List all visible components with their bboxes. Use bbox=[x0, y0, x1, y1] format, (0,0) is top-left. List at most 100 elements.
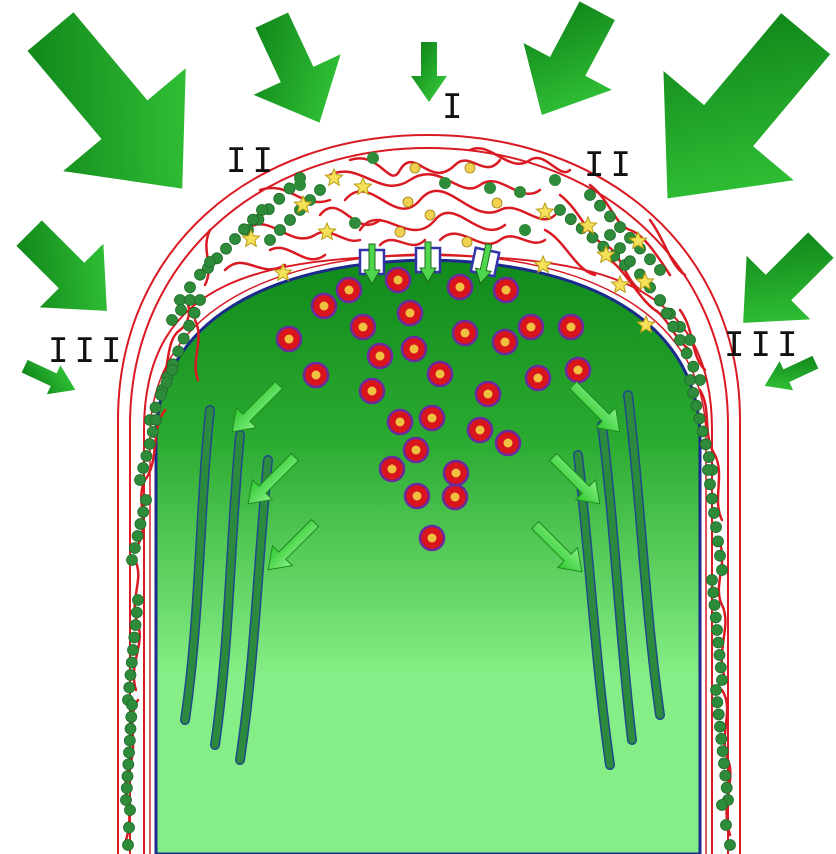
fibril-bead bbox=[156, 390, 167, 401]
fibril-bead bbox=[195, 295, 206, 306]
fibril-bead bbox=[176, 305, 187, 316]
zone-label-2-left: II bbox=[226, 141, 279, 181]
fibril-bead bbox=[700, 439, 711, 450]
fibril-bead bbox=[127, 555, 138, 566]
fibril-bead bbox=[708, 587, 719, 598]
fibril-bead bbox=[167, 365, 178, 376]
fibril-bead bbox=[230, 234, 241, 245]
vesicle-icon bbox=[526, 366, 550, 390]
down-arrow-icon bbox=[0, 201, 139, 342]
vesicle-icon bbox=[398, 301, 422, 325]
fibril-bead bbox=[715, 550, 726, 561]
fibril-bead bbox=[125, 805, 136, 816]
fibril-bead bbox=[717, 565, 728, 576]
fibril-bead bbox=[697, 426, 708, 437]
fibril-bead bbox=[135, 519, 146, 530]
fibril-bead bbox=[257, 205, 268, 216]
fibril-bead bbox=[717, 675, 728, 686]
fibril-bead bbox=[128, 645, 139, 656]
fibril-bead bbox=[719, 758, 730, 769]
fibril-bead bbox=[655, 265, 666, 276]
fibril-bead bbox=[126, 711, 137, 722]
fibril-bead bbox=[712, 625, 723, 636]
fibril-bead bbox=[122, 771, 133, 782]
fibril-bead bbox=[175, 295, 186, 306]
vesicle-icon bbox=[448, 275, 472, 299]
star-icon bbox=[534, 256, 551, 272]
fibril-bead bbox=[688, 387, 699, 398]
vesicle-icon bbox=[519, 315, 543, 339]
fibril-bead bbox=[150, 402, 161, 413]
fibril-bead bbox=[124, 735, 135, 746]
vesicle-icon bbox=[312, 294, 336, 318]
zone-label-2-right: II bbox=[584, 145, 637, 185]
fibril-bead bbox=[151, 415, 162, 426]
fibril-bead bbox=[710, 612, 721, 623]
fibril-bead bbox=[315, 185, 326, 196]
fibril-bead bbox=[714, 650, 725, 661]
fibril-bead bbox=[144, 439, 155, 450]
fibril-bead bbox=[125, 723, 136, 734]
fibril-bead bbox=[173, 346, 184, 357]
fibril-bead bbox=[133, 595, 144, 606]
fibril-bead bbox=[239, 224, 250, 235]
fibril-bead bbox=[688, 361, 699, 372]
fibril-bead bbox=[705, 479, 716, 490]
fibril-bead bbox=[707, 575, 718, 586]
down-arrow-icon bbox=[602, 0, 836, 253]
vesicle-icon bbox=[388, 410, 412, 434]
fibril-bead bbox=[716, 733, 727, 744]
vesicle-icon bbox=[559, 315, 583, 339]
vesicle-icon bbox=[476, 382, 500, 406]
vesicle-icon bbox=[277, 327, 301, 351]
fibril-bead bbox=[125, 670, 136, 681]
fibril-bead bbox=[703, 452, 714, 463]
fibril-bead bbox=[668, 321, 679, 332]
fibril-bead bbox=[135, 475, 146, 486]
fibril-bead bbox=[717, 800, 728, 811]
zone-label-3-left: III bbox=[48, 331, 127, 371]
fibril-bead bbox=[178, 333, 189, 344]
vesicle-icon bbox=[405, 484, 429, 508]
fibril-bead bbox=[685, 375, 696, 386]
fibril-bead bbox=[703, 465, 714, 476]
vesicle-icon bbox=[443, 485, 467, 509]
fibril-bead bbox=[129, 543, 140, 554]
fibril-bead bbox=[694, 413, 705, 424]
fibril-bead bbox=[147, 427, 158, 438]
fibril-bead bbox=[645, 254, 656, 265]
fibril-bead bbox=[675, 335, 686, 346]
fibril-bead bbox=[615, 243, 626, 254]
fibril-bead bbox=[184, 320, 195, 331]
vesicle-icon bbox=[360, 379, 384, 403]
fibril-bead bbox=[715, 662, 726, 673]
fibril-bead bbox=[605, 230, 616, 241]
fibril-bead bbox=[721, 820, 732, 831]
fibril-bead bbox=[711, 685, 722, 696]
fibril-bead bbox=[685, 335, 696, 346]
fibril-bead bbox=[555, 205, 566, 216]
fibril-bead bbox=[691, 400, 702, 411]
fibril-bead bbox=[284, 183, 295, 194]
fibril-bead bbox=[161, 377, 172, 388]
vesicle-icon bbox=[351, 315, 375, 339]
vesicle-icon bbox=[494, 278, 518, 302]
fibril-bead bbox=[275, 225, 286, 236]
fibril-bead bbox=[625, 256, 636, 267]
vesicle-icon bbox=[402, 337, 426, 361]
vesicle-icon bbox=[453, 321, 477, 345]
fibril-bead bbox=[138, 507, 149, 518]
fibril-bead bbox=[709, 507, 720, 518]
fibril-bead bbox=[681, 348, 692, 359]
fibril-bead bbox=[721, 782, 732, 793]
fibril-bead bbox=[123, 759, 134, 770]
vesicle-icon bbox=[386, 268, 410, 292]
fibril-bead bbox=[720, 770, 731, 781]
fibril-bead bbox=[712, 697, 723, 708]
fibril-bead bbox=[124, 682, 135, 693]
vesicle-icon bbox=[468, 418, 492, 442]
zone-label-3-right: III bbox=[724, 325, 803, 365]
fibril-bead bbox=[185, 282, 196, 293]
fibril-bead bbox=[248, 214, 259, 225]
